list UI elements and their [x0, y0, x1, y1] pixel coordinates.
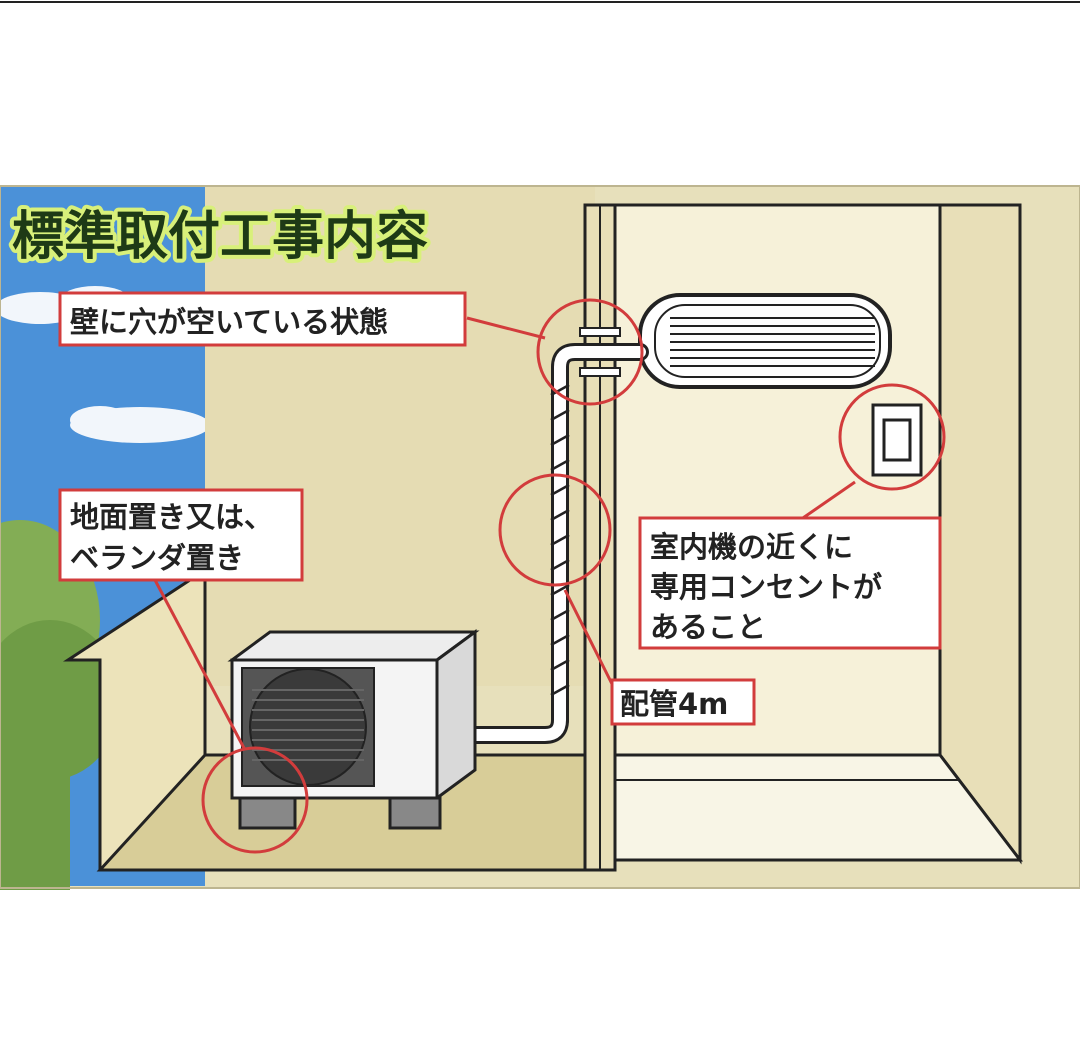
scene [0, 185, 1080, 890]
diagram-title: 標準取付工事内容 [12, 207, 428, 267]
ground-label-line2: ベランダ置き [70, 541, 244, 575]
piping [465, 327, 649, 744]
wall-hole-label-box [58, 291, 467, 347]
diagram-frame [0, 185, 1080, 889]
outdoor-ac-unit [227, 629, 480, 830]
piping-label: 配管4m [620, 687, 728, 721]
ground-circle [201, 746, 309, 854]
ground-label-line1: 地面置き又は、 [70, 500, 273, 534]
exterior-wall [205, 186, 595, 686]
wall-hole-circle [536, 298, 644, 406]
piping-circle [498, 473, 612, 587]
outlet-label-line3: あること [650, 610, 766, 644]
annotation-marks [153, 298, 946, 854]
interior-right-wall [938, 203, 1022, 865]
wall-outlet [871, 403, 923, 477]
outlet-label-line2: 専用コンセントが [650, 570, 882, 604]
ground-label-box [58, 488, 304, 582]
interior-back-wall [613, 203, 942, 757]
outlet-label-box [638, 516, 942, 650]
outlet-circle [838, 383, 946, 491]
wall-hole-label: 壁に穴が空いている状態 [70, 305, 388, 339]
piping-label-box [610, 678, 756, 726]
interior-floor [613, 753, 1024, 862]
outlet-label-line1: 室内機の近くに [650, 530, 853, 564]
indoor-ac-unit [638, 293, 892, 389]
